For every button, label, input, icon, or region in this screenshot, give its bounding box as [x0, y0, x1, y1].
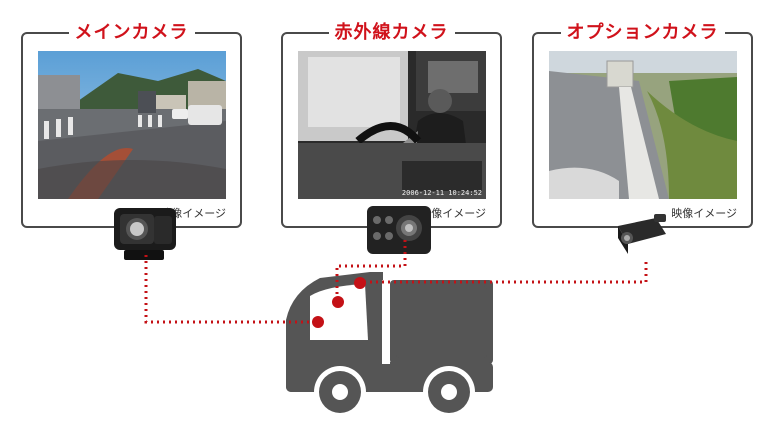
main-camera-caption: 映像イメージ	[160, 207, 226, 220]
infrared-camera-title: 赤外線カメラ	[328, 18, 455, 44]
truck-wheels	[314, 366, 475, 418]
optional-camera-device-icon	[612, 212, 670, 264]
main-camera-device-icon	[110, 204, 182, 268]
infrared-camera-device-icon	[365, 202, 435, 262]
main-camera-image	[38, 51, 226, 199]
optional-camera-panel: オプションカメラ 映像イメージ	[532, 18, 753, 228]
optional-camera-title: オプションカメラ	[560, 18, 725, 44]
optional-camera-caption: 映像イメージ	[671, 207, 737, 220]
infrared-timestamp: 2006-12-11 10:24:52	[401, 189, 482, 197]
infrared-camera-caption: 映像イメージ	[420, 207, 486, 220]
main-camera-panel: メインカメラ	[21, 18, 242, 228]
main-camera-title: メインカメラ	[68, 18, 195, 44]
infrared-camera-image: 2006-12-11 10:24:52	[298, 51, 486, 199]
truck-window	[310, 284, 368, 340]
optional-camera-image	[549, 51, 737, 199]
infrared-camera-panel: 赤外線カメラ 2006-12-11 10:24:52 映像イメージ	[281, 18, 502, 228]
mount-points	[312, 277, 366, 328]
connection-lines	[144, 240, 648, 324]
